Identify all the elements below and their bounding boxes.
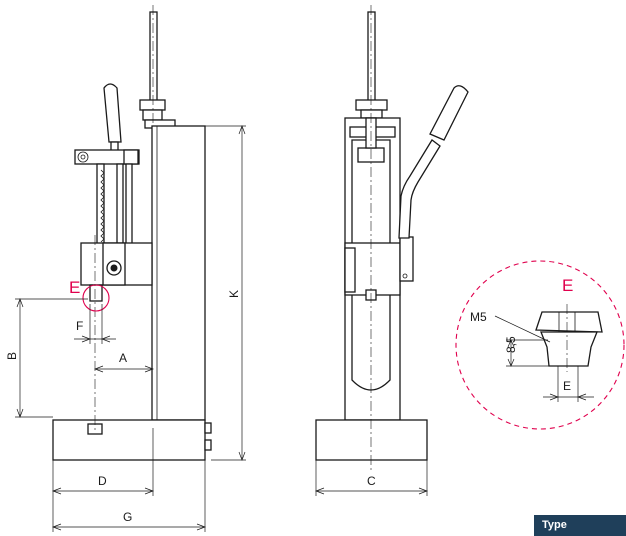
detail-view: E M5 8,5 E — [455, 260, 625, 430]
type-tab[interactable]: Type — [534, 515, 626, 536]
dim-label-G: G — [123, 510, 132, 524]
detail-thread-label: M5 — [470, 310, 487, 324]
dim-label-B: B — [5, 352, 19, 360]
front-view: E K B F A D — [5, 5, 246, 532]
detail-dim-label: E — [563, 379, 571, 393]
dim-label-D: D — [98, 474, 107, 488]
detail-marker-label: E — [69, 278, 80, 297]
side-view: C — [315, 5, 469, 496]
dim-label-F: F — [76, 319, 83, 333]
dim-label-K: K — [227, 290, 241, 298]
dim-label-C: C — [367, 474, 376, 488]
dim-label-A: A — [119, 351, 127, 365]
detail-title: E — [562, 276, 573, 295]
detail-marker-circle — [82, 284, 110, 312]
detail-depth-label: 8,5 — [504, 336, 518, 353]
